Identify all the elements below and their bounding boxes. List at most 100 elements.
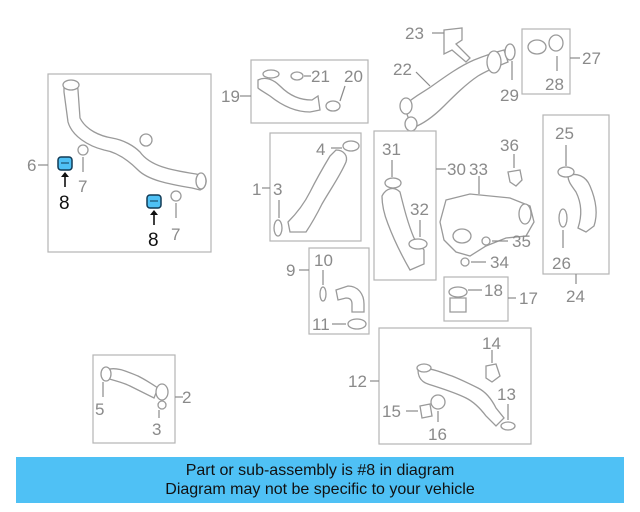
coolant-pipe-6: [63, 81, 207, 191]
clamp-4: [342, 140, 360, 152]
pipe-end-right: [195, 172, 207, 190]
clamp-31: [384, 177, 402, 189]
callout-8b: 8: [148, 230, 159, 251]
leader-22: [415, 71, 431, 87]
seal-20: [325, 100, 341, 112]
callout-10: 10: [314, 251, 333, 270]
info-banner: Part or sub-assembly is #8 in diagram Di…: [16, 457, 624, 503]
callout-25: 25: [555, 124, 574, 143]
highlighted-part-8a[interactable]: [57, 156, 73, 171]
bracket-23: [443, 27, 471, 63]
pipe-22-end-b: [404, 116, 418, 132]
hose-24: [567, 173, 597, 233]
group-box-24: [542, 114, 610, 275]
callout-6: 6: [27, 156, 36, 175]
pipe-end-top: [62, 79, 80, 91]
callout-12: 12: [348, 372, 367, 391]
clamp-18: [448, 286, 468, 298]
callout-32: 32: [410, 200, 429, 219]
sleeve-18: [449, 297, 467, 313]
hose-32: [381, 187, 425, 271]
callout-28: 28: [545, 75, 564, 94]
clamp-11: [347, 318, 367, 330]
group-box-9: [308, 247, 370, 335]
clamp-28b: [548, 34, 564, 52]
callout-3a: 3: [273, 180, 282, 199]
callout-31: 31: [382, 140, 401, 159]
group-box-2: [92, 354, 176, 444]
callout-2: 2: [182, 388, 191, 407]
callout-4: 4: [316, 140, 325, 159]
elbow-10: [335, 285, 365, 313]
seal-26: [558, 208, 568, 228]
callout-34: 34: [490, 253, 509, 272]
clamp-21a: [262, 69, 280, 79]
group-box-1: [269, 132, 362, 242]
callout-9: 9: [286, 261, 295, 280]
seal-13: [500, 421, 516, 431]
callout-17: 17: [519, 289, 538, 308]
pipe-12-end: [416, 363, 432, 373]
callout-30: 30: [447, 160, 466, 179]
arrow-8b: [150, 210, 158, 215]
hose-3: [287, 149, 348, 233]
callout-15: 15: [382, 402, 401, 421]
bolt-34: [460, 257, 470, 267]
arrow-8a: [61, 172, 69, 177]
callout-1: 1: [252, 180, 261, 199]
callout-14: 14: [482, 334, 501, 353]
callout-16: 16: [428, 425, 447, 444]
clamp-5: [100, 366, 112, 382]
clamp-21b: [290, 71, 304, 81]
callout-8a: 8: [59, 193, 70, 214]
group-box-6: [47, 73, 212, 253]
clamp-28a: [527, 39, 547, 55]
hose-19: [257, 77, 321, 113]
banner-line-1: Part or sub-assembly is #8 in diagram: [185, 462, 455, 479]
leader-20: [339, 85, 346, 102]
callout-29: 29: [500, 86, 519, 105]
highlighted-part-8b[interactable]: [146, 194, 162, 209]
pipe-22: [403, 49, 509, 129]
callout-23: 23: [405, 24, 424, 43]
hose-2: [105, 368, 159, 399]
callout-21: 21: [311, 67, 330, 86]
group-box-12: [378, 327, 532, 445]
bolt-35: [481, 236, 491, 246]
callout-5: 5: [95, 400, 104, 419]
group-box-30: [373, 130, 437, 281]
pipe-22-end-a: [399, 97, 413, 115]
clamp-29: [504, 43, 516, 61]
callout-11: 11: [312, 315, 330, 334]
bracket-14: [485, 363, 501, 383]
bolt-7-bottom: [170, 190, 182, 202]
seal-3b: [157, 400, 167, 410]
pipe-22-end-c: [486, 50, 502, 74]
seal-3: [273, 219, 283, 237]
seal-10: [319, 286, 327, 302]
callout-18: 18: [484, 281, 503, 300]
callout-27: 27: [582, 49, 601, 68]
group-box-17: [443, 276, 509, 322]
callout-33: 33: [469, 160, 488, 179]
callout-36: 36: [500, 136, 519, 155]
group-box-27: [521, 28, 571, 95]
callout-13: 13: [497, 385, 516, 404]
pipe-12: [417, 368, 505, 427]
callout-3b: 3: [152, 420, 161, 439]
clamp-32: [408, 238, 428, 250]
sensor-36: [507, 169, 523, 187]
callout-7a: 7: [78, 177, 87, 196]
callout-20: 20: [344, 67, 363, 86]
clamp-25: [557, 166, 575, 178]
bolt-7-top: [77, 144, 89, 156]
callout-22: 22: [393, 60, 412, 79]
banner-line-2: Diagram may not be specific to your vehi…: [165, 481, 475, 498]
clamp-3b: [155, 383, 169, 401]
group-box-19: [250, 59, 369, 124]
callout-26: 26: [552, 254, 571, 273]
callout-7b: 7: [171, 225, 180, 244]
housing-outlet: [518, 203, 532, 225]
housing-port: [452, 228, 472, 244]
